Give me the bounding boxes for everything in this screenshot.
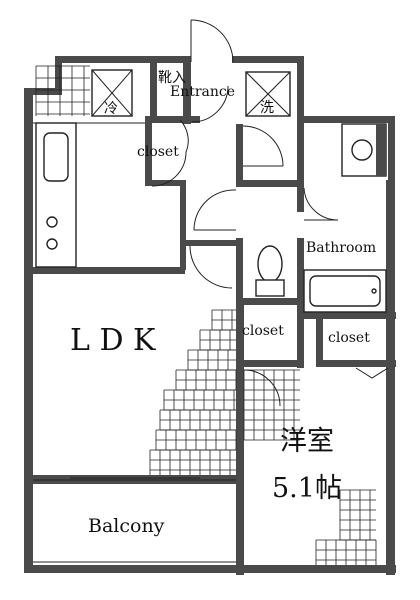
- bathroom-label: Bathroom: [306, 240, 376, 256]
- toilet-icon: [255, 245, 285, 297]
- shoe-box-label: 靴入: [158, 70, 186, 86]
- stove-burner-icon: [46, 238, 58, 250]
- doors: [151, 19, 389, 407]
- washer-mark: 洗: [260, 100, 274, 116]
- entrance-label: Entrance: [170, 84, 235, 100]
- fridge-mark: 冷: [104, 101, 118, 117]
- bathtub-icon: [303, 269, 387, 313]
- western-room-label: 洋室: [280, 426, 334, 457]
- balcony-window: [33, 477, 236, 481]
- tile-pattern: [35, 65, 377, 565]
- closet-entry-label: closet: [137, 144, 179, 160]
- washbasin: [341, 123, 387, 177]
- stove-burner-icon: [46, 216, 58, 228]
- balcony-label: Balcony: [88, 515, 165, 537]
- ldk-label: L D K: [70, 323, 156, 358]
- closet-center-label: closet: [242, 323, 284, 339]
- washer-space: [245, 71, 291, 117]
- fridge-space: [91, 69, 133, 117]
- kitchen-counter: [35, 122, 77, 268]
- closet-right-label: closet: [328, 330, 370, 346]
- western-room-size-label: 5.1帖: [272, 473, 342, 504]
